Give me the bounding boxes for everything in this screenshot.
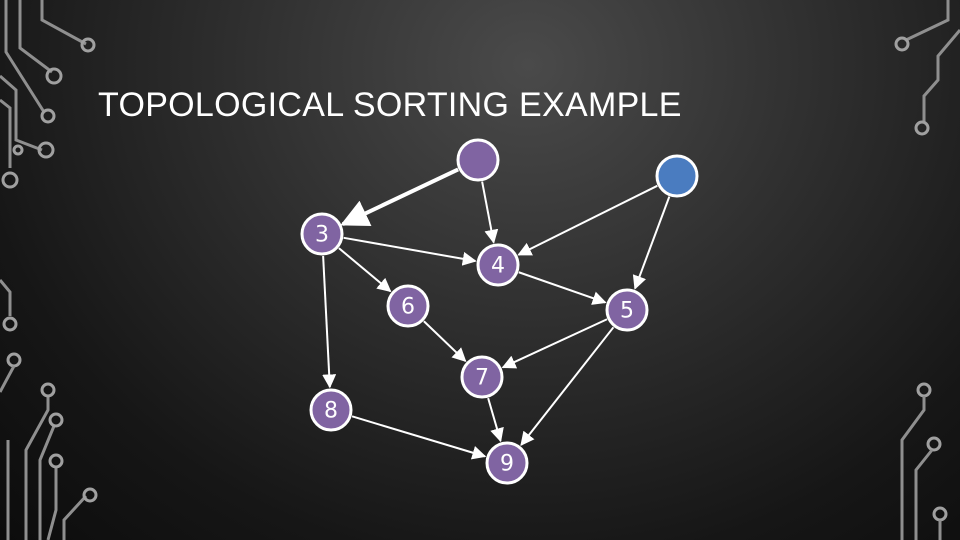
edge-5-to-7 bbox=[501, 318, 608, 369]
graph-nodes: 3 4 6 5 7 8 9 bbox=[300, 138, 699, 485]
edge-7-to-9 bbox=[487, 397, 504, 443]
edge-2-to-4 bbox=[517, 184, 658, 256]
slide-title: TOPOLOGICAL SORTING EXAMPLE bbox=[98, 86, 682, 124]
node-4: 4 bbox=[476, 243, 520, 287]
node-6: 6 bbox=[386, 284, 430, 328]
edge-8-to-9 bbox=[351, 415, 487, 460]
node-9: 9 bbox=[485, 441, 529, 485]
edge-1-to-3 bbox=[340, 167, 459, 226]
node-circle bbox=[655, 154, 699, 198]
node-5: 5 bbox=[605, 288, 649, 332]
node-circle bbox=[309, 388, 353, 432]
circuit-left bbox=[0, 0, 98, 540]
edge-3-to-4 bbox=[343, 236, 477, 266]
node-label: 3 bbox=[315, 223, 329, 248]
node-3: 3 bbox=[300, 212, 344, 256]
node-circle bbox=[460, 355, 504, 399]
node-8: 8 bbox=[309, 388, 353, 432]
node-circle bbox=[386, 284, 430, 328]
node-label: 8 bbox=[324, 399, 338, 424]
edge-2-to-5 bbox=[632, 196, 671, 290]
graph-edges bbox=[322, 167, 671, 460]
node-label: 5 bbox=[620, 299, 634, 324]
edge-3-to-8 bbox=[322, 255, 337, 389]
edge-3-to-6 bbox=[338, 247, 392, 293]
node-7: 7 bbox=[460, 355, 504, 399]
node-label: 7 bbox=[475, 366, 489, 391]
circuit-right bbox=[894, 0, 960, 540]
node-circle bbox=[300, 212, 344, 256]
edge-1-to-4 bbox=[481, 181, 499, 244]
node-circle bbox=[485, 441, 529, 485]
node-circle bbox=[456, 138, 500, 182]
edge-5-to-9 bbox=[520, 326, 615, 447]
edge-4-to-5 bbox=[518, 271, 607, 305]
node-label: 9 bbox=[500, 452, 514, 477]
node-2 bbox=[655, 154, 699, 198]
node-label: 4 bbox=[491, 254, 505, 279]
node-circle bbox=[476, 243, 520, 287]
node-1 bbox=[456, 138, 500, 182]
node-circle bbox=[605, 288, 649, 332]
edge-6-to-7 bbox=[423, 320, 467, 363]
node-label: 6 bbox=[401, 295, 415, 320]
